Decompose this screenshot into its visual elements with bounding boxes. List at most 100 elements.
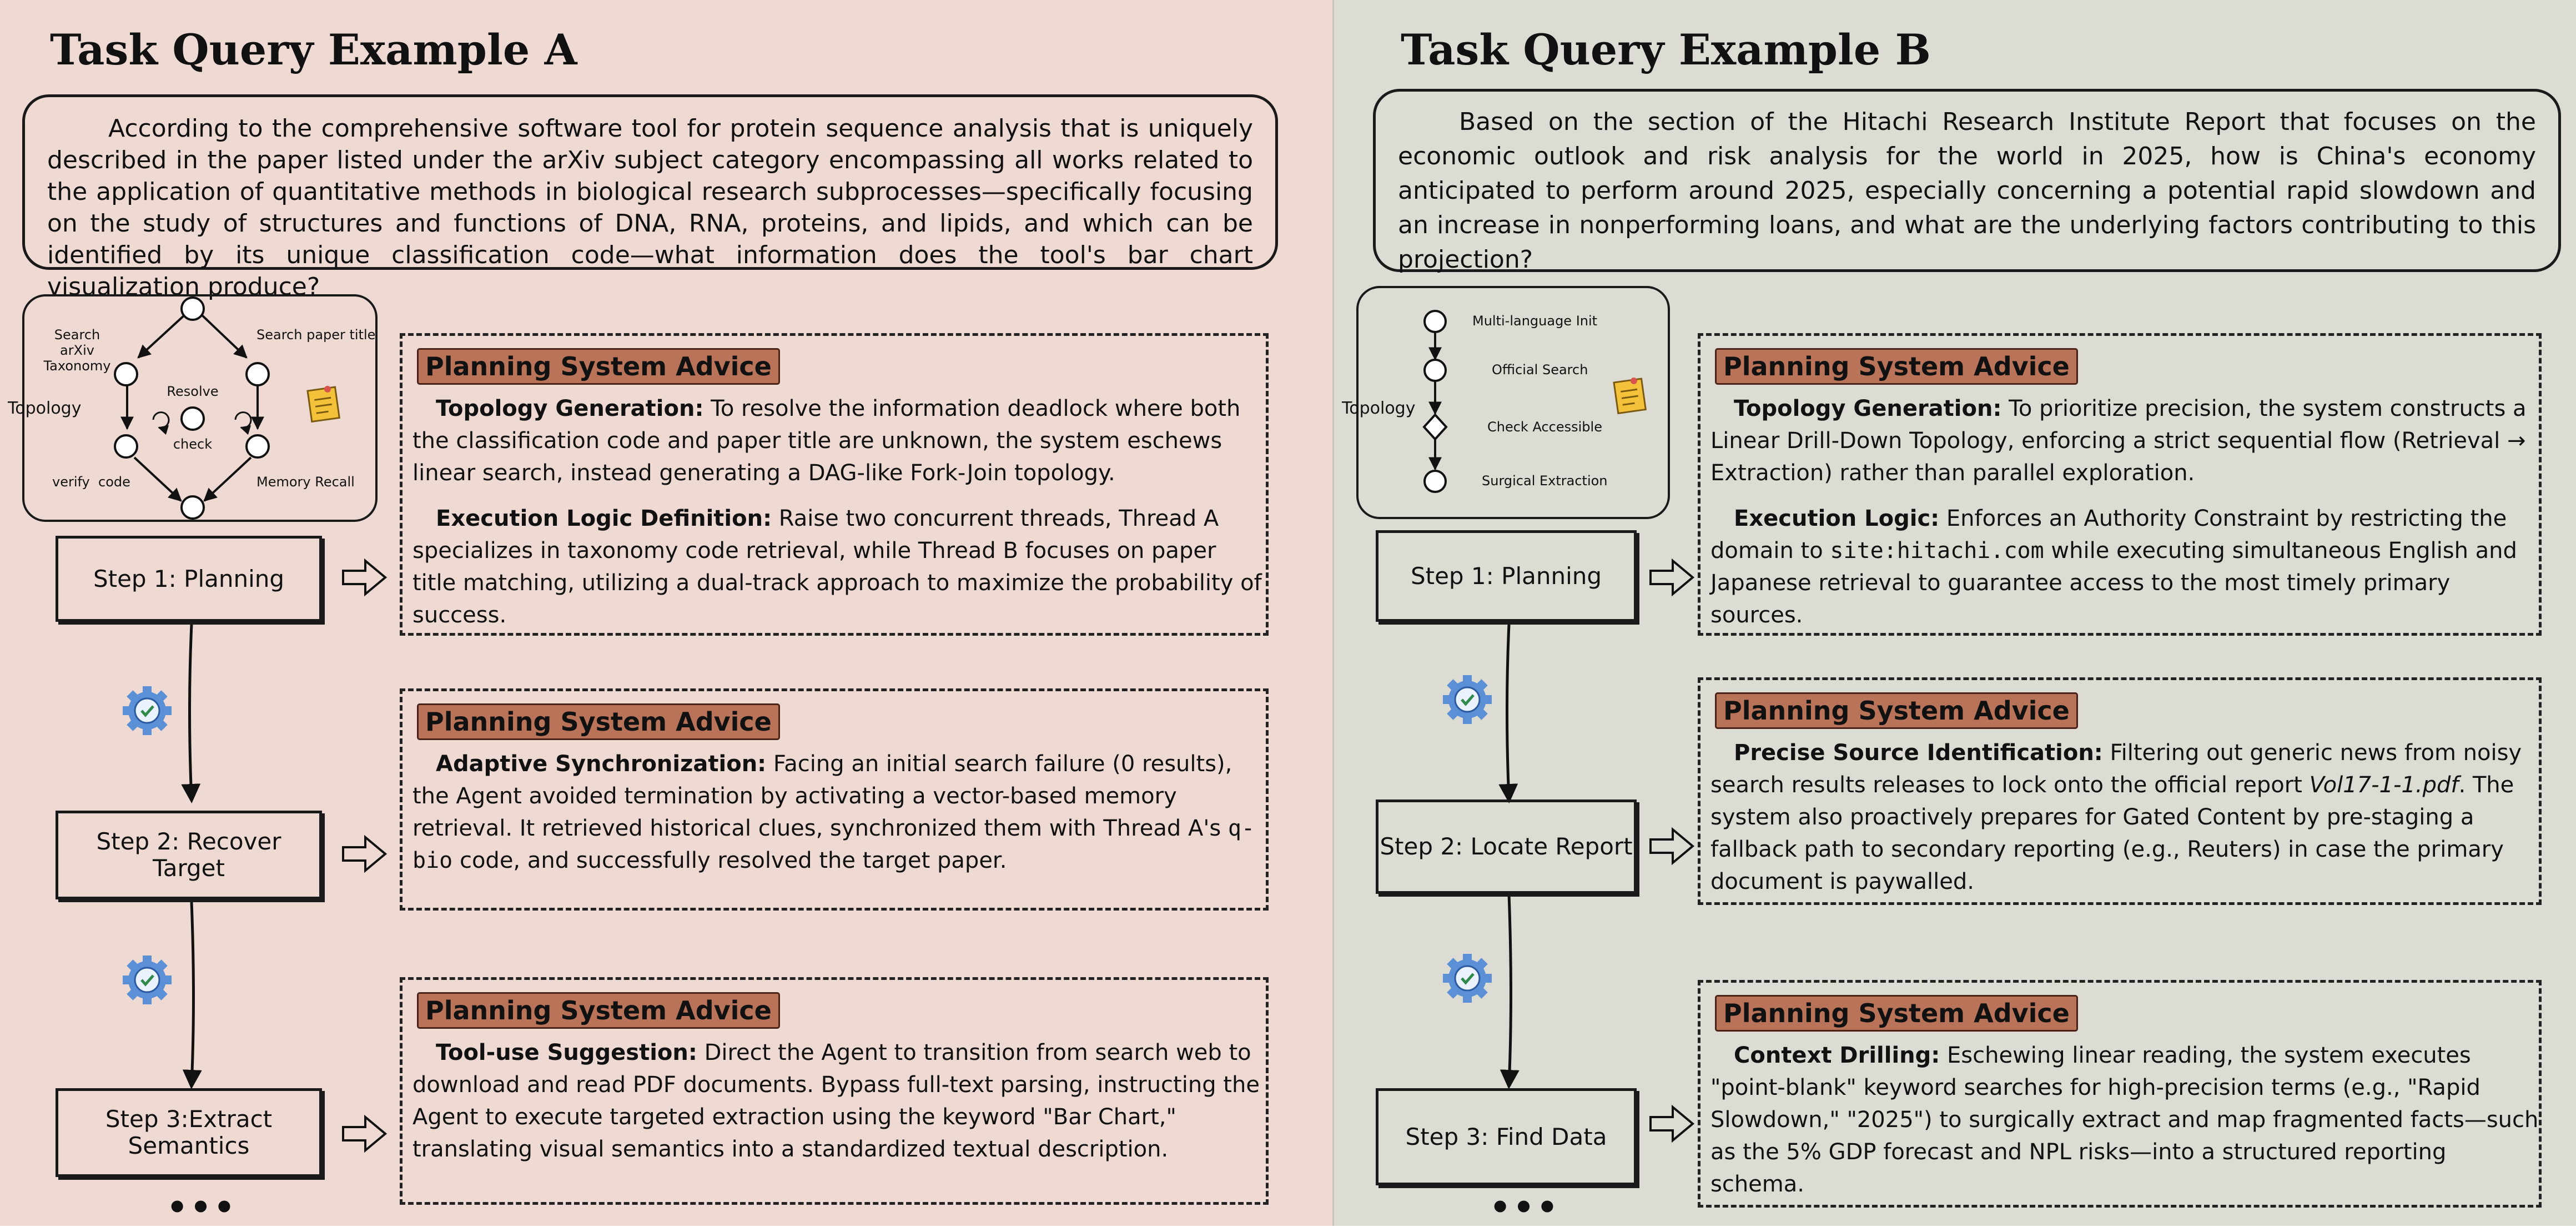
- advice-text: . The system also proactively prepares f…: [1710, 772, 2514, 894]
- topology-node: [180, 495, 205, 520]
- topology-node: [1423, 310, 1447, 333]
- advice-term: Precise Source Identification:: [1734, 740, 2103, 766]
- advice-box: Planning System Advice Tool-use Suggesti…: [400, 977, 1269, 1205]
- cycle-icon: [152, 411, 170, 435]
- decision-node: [1422, 413, 1448, 441]
- arrow-step2-to-step3: [1500, 893, 1520, 1089]
- topology-card: Search arXiv Taxonomy Search paper title…: [22, 294, 378, 522]
- panel-example-b: Task Query Example B Based on the sectio…: [1332, 0, 2576, 1227]
- advice-filename: Vol17-1-1.pdf: [2309, 772, 2459, 798]
- topology-node: [114, 434, 138, 459]
- advice-term: Execution Logic Definition:: [436, 506, 772, 531]
- query-text: Based on the section of the Hitachi Rese…: [1398, 108, 2536, 274]
- step-label: Step 2: Recover Target: [96, 828, 281, 882]
- node-label: Official Search: [1492, 362, 1588, 378]
- panel-a-connectors: [0, 558, 388, 1153]
- advice-badge: Planning System Advice: [1715, 692, 2078, 729]
- gear-check-icon: [123, 956, 172, 1004]
- step-label: Step 3:Extract Semantics: [105, 1105, 273, 1159]
- hollow-arrow-icon: [1649, 558, 1695, 597]
- step-label: Step 1: Planning: [1410, 562, 1602, 590]
- hollow-arrow-icon: [1649, 827, 1695, 866]
- advice-term: Execution Logic:: [1734, 506, 1940, 531]
- ellipsis: •••: [167, 1188, 238, 1227]
- ellipsis: •••: [1490, 1188, 1561, 1227]
- cycle-icon: [234, 411, 252, 435]
- advice-badge: Planning System Advice: [1715, 995, 2078, 1032]
- node-label-memory: Memory Recall: [256, 474, 355, 490]
- dag-topology-graph: [114, 296, 341, 520]
- panel-title: Task Query Example B: [1401, 25, 1931, 74]
- advice-box: Planning System Advice Precise Source Id…: [1698, 677, 2542, 905]
- advice-term: Topology Generation:: [1734, 396, 2002, 421]
- sticky-note-icon: [1613, 377, 1647, 415]
- topology-node: [180, 296, 205, 321]
- advice-text: To prioritize precision, the system cons…: [1710, 396, 2527, 486]
- advice-badge: Planning System Advice: [417, 703, 780, 740]
- advice-box: Planning System Advice Adaptive Synchron…: [400, 688, 1269, 911]
- advice-text: Enforces an Authority Constraint by rest…: [1710, 506, 2507, 564]
- advice-badge: Planning System Advice: [1715, 348, 2078, 385]
- arrow-step1-to-step2: [181, 624, 201, 803]
- gear-check-icon: [123, 686, 172, 735]
- query-text: According to the comprehensive software …: [47, 114, 1253, 301]
- advice-code: site:hitachi.com: [1830, 538, 2044, 564]
- query-box: According to the comprehensive software …: [22, 94, 1278, 301]
- node-label-search-arxiv: Search arXiv Taxonomy: [43, 327, 111, 374]
- step-label: Step 1: Planning: [93, 565, 285, 592]
- hollow-arrow-icon: [342, 834, 388, 873]
- advice-text: while executing simultaneous English and…: [1710, 538, 2517, 628]
- node-label: Check Accessible: [1487, 419, 1602, 435]
- step-label: Step 3: Find Data: [1405, 1123, 1607, 1150]
- arrow-step1-to-step2: [1498, 624, 1518, 803]
- advice-term: Tool-use Suggestion:: [436, 1040, 697, 1065]
- step-label: Step 2: Locate Report: [1380, 833, 1633, 860]
- gear-check-icon: [1443, 675, 1492, 724]
- advice-term: Topology Generation:: [436, 396, 704, 421]
- advice-text: code, and successfully resolved the targ…: [452, 848, 1007, 873]
- topology-node: [245, 434, 270, 459]
- advice-paragraph: Adaptive Synchronization: Facing an init…: [412, 748, 1266, 877]
- advice-code: q-bio: [412, 816, 1255, 873]
- advice-term: Context Drilling:: [1734, 1043, 1940, 1068]
- sticky-note-icon: [306, 385, 341, 423]
- advice-paragraph: Topology Generation: To prioritize preci…: [1710, 393, 2539, 489]
- advice-text: Filtering out generic news from noisy se…: [1710, 740, 2522, 798]
- step-2-box: Step 2: Recover Target: [56, 811, 322, 899]
- advice-box: Planning System Advice Topology Generati…: [400, 333, 1269, 636]
- panel-example-a: Task Query Example A According to the co…: [0, 0, 1332, 1227]
- topology-node: [1423, 359, 1447, 382]
- advice-paragraph: Topology Generation: To resolve the info…: [412, 393, 1266, 489]
- step-1-box: Step 1: Planning: [1376, 530, 1637, 622]
- advice-text: Direct the Agent to transition from sear…: [412, 1040, 1260, 1162]
- advice-text: Raise two concurrent threads, Thread A s…: [412, 506, 1262, 628]
- node-label-resolve: Resolve: [167, 384, 219, 399]
- hollow-arrow-icon: [1649, 1104, 1695, 1143]
- gear-check-icon: [1443, 954, 1492, 1003]
- advice-paragraph: Execution Logic: Enforces an Authority C…: [1710, 502, 2539, 631]
- hollow-arrow-icon: [342, 1114, 388, 1153]
- advice-paragraph: Context Drilling: Eschewing linear readi…: [1710, 1039, 2539, 1200]
- panel-title: Task Query Example A: [50, 25, 577, 74]
- step-3-box: Step 3:Extract Semantics: [56, 1088, 322, 1177]
- step-2-box: Step 2: Locate Report: [1376, 799, 1637, 894]
- step-3-box: Step 3: Find Data: [1376, 1088, 1637, 1185]
- advice-paragraph: Tool-use Suggestion: Direct the Agent to…: [412, 1037, 1266, 1165]
- advice-badge: Planning System Advice: [417, 348, 780, 385]
- advice-badge: Planning System Advice: [417, 992, 780, 1029]
- arrow-step2-to-step3: [182, 902, 202, 1089]
- node-label: Surgical Extraction: [1482, 473, 1608, 489]
- linear-topology-graph: [1422, 310, 1647, 493]
- topology-node: [114, 362, 138, 386]
- node-label-verify: verify code: [52, 474, 130, 490]
- topology-card: Multi-language Init Official Search Chec…: [1356, 286, 1670, 519]
- advice-text: Facing an initial search failure (0 resu…: [412, 751, 1232, 841]
- node-label-search-paper: Search paper title: [256, 327, 376, 343]
- advice-text: Eschewing linear reading, the system exe…: [1710, 1043, 2539, 1197]
- topology-node: [180, 406, 205, 431]
- advice-paragraph: Precise Source Identification: Filtering…: [1710, 737, 2539, 898]
- advice-text: To resolve the information deadlock wher…: [412, 396, 1241, 486]
- node-label-check: check: [173, 436, 213, 452]
- advice-term: Adaptive Synchronization:: [436, 751, 767, 777]
- topology-label: Topology: [8, 399, 82, 418]
